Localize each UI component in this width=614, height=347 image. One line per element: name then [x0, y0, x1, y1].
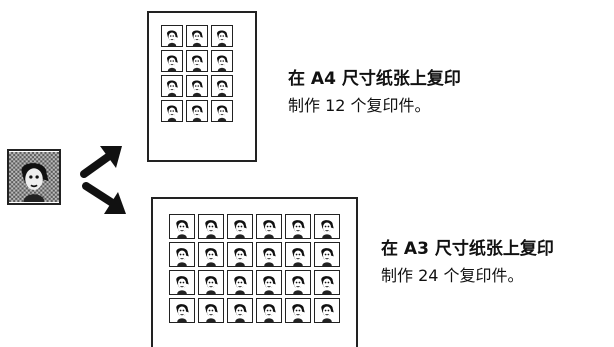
arrow-up-icon [78, 140, 130, 180]
a3-title: 在 A3 尺寸纸张上复印 [381, 239, 554, 259]
a4-desc: 制作 12 个复印件。 [288, 96, 431, 115]
portrait-copy-icon [314, 242, 340, 267]
portrait-copy-icon [285, 298, 311, 323]
portrait-copy-icon [161, 75, 183, 97]
portrait-copy-icon [169, 214, 195, 239]
portrait-original-icon [9, 152, 59, 202]
portrait-copy-icon [198, 242, 224, 267]
portrait-copy-icon [211, 75, 233, 97]
portrait-copy-icon [314, 270, 340, 295]
portrait-copy-icon [161, 50, 183, 72]
a3-paper-sheet [151, 197, 358, 347]
portrait-copy-icon [227, 214, 253, 239]
portrait-copy-icon [285, 270, 311, 295]
portrait-copy-icon [227, 270, 253, 295]
portrait-copy-icon [314, 298, 340, 323]
portrait-copy-icon [314, 214, 340, 239]
portrait-copy-icon [169, 242, 195, 267]
arrow-down-icon [80, 180, 132, 220]
portrait-copy-icon [161, 100, 183, 122]
a4-copies-grid [161, 25, 233, 122]
portrait-copy-icon [198, 214, 224, 239]
portrait-copy-icon [211, 25, 233, 47]
portrait-copy-icon [211, 100, 233, 122]
portrait-copy-icon [186, 50, 208, 72]
portrait-copy-icon [256, 270, 282, 295]
a4-paper-sheet [147, 11, 257, 162]
portrait-copy-icon [227, 242, 253, 267]
portrait-copy-icon [198, 270, 224, 295]
portrait-copy-icon [256, 242, 282, 267]
portrait-copy-icon [169, 270, 195, 295]
portrait-copy-icon [198, 298, 224, 323]
portrait-copy-icon [256, 214, 282, 239]
a3-copies-grid [169, 214, 340, 323]
portrait-copy-icon [169, 298, 195, 323]
portrait-copy-icon [186, 25, 208, 47]
portrait-copy-icon [186, 75, 208, 97]
a3-description: 在 A3 尺寸纸张上复印 制作 24 个复印件。 [381, 234, 554, 286]
a4-description: 在 A4 尺寸纸张上复印 制作 12 个复印件。 [288, 64, 461, 116]
portrait-copy-icon [211, 50, 233, 72]
a3-desc: 制作 24 个复印件。 [381, 266, 524, 285]
portrait-copy-icon [256, 298, 282, 323]
portrait-copy-icon [227, 298, 253, 323]
original-portrait [7, 149, 61, 205]
a4-title: 在 A4 尺寸纸张上复印 [288, 69, 461, 89]
portrait-copy-icon [285, 214, 311, 239]
portrait-copy-icon [161, 25, 183, 47]
portrait-copy-icon [285, 242, 311, 267]
portrait-copy-icon [186, 100, 208, 122]
